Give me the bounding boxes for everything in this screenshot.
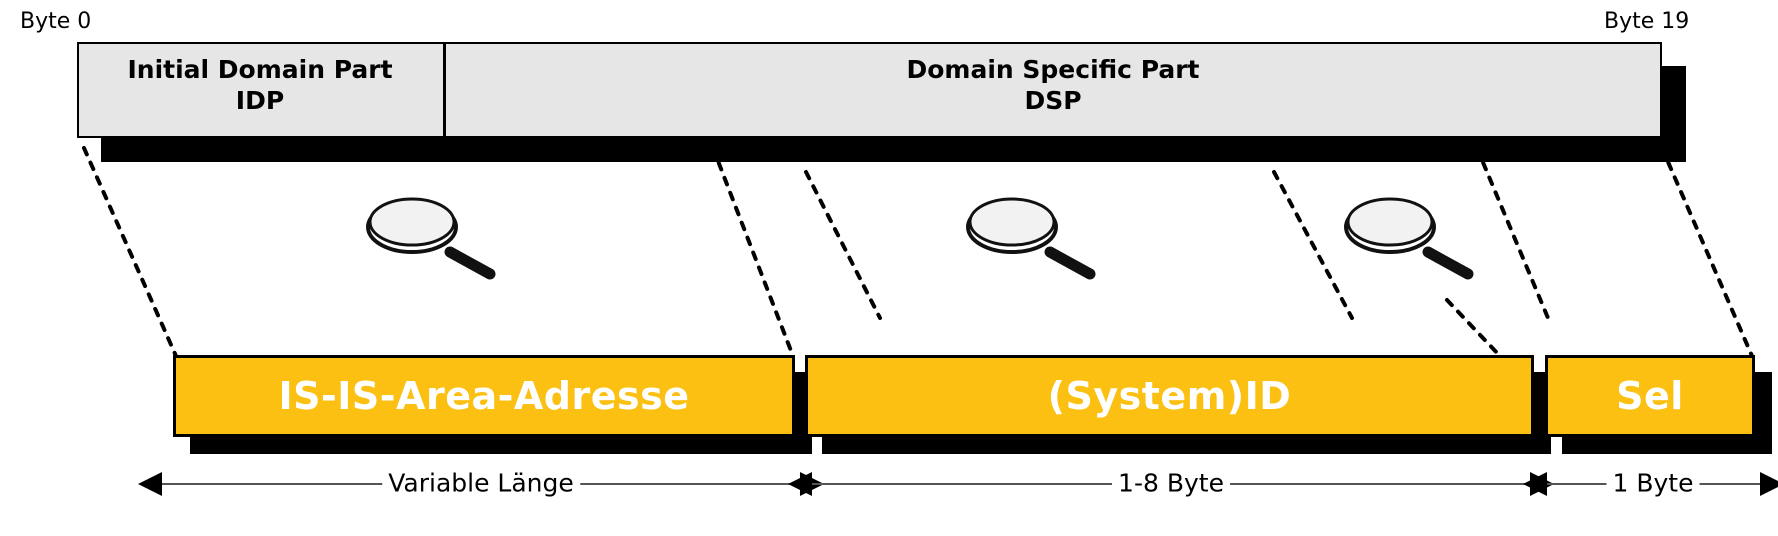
- idp-label-line1: Initial Domain Part: [127, 55, 393, 84]
- dsp-label-line2: DSP: [1024, 85, 1082, 115]
- magnifier-icon: [366, 197, 496, 280]
- dsp-label-line1: Domain Specific Part: [906, 55, 1200, 84]
- system-id-size-label: 1-8 Byte: [1112, 470, 1230, 496]
- dimension-labels: Variable Länge 1-8 Byte 1 Byte: [0, 468, 1778, 498]
- idp-field-label: Initial Domain Part IDP: [79, 55, 441, 116]
- byte-end-label: Byte 19: [1604, 9, 1690, 34]
- system-id-box: (System)ID: [805, 355, 1534, 437]
- system-id-box-label: (System)ID: [1047, 374, 1292, 418]
- selector-size-label: 1 Byte: [1606, 470, 1700, 496]
- selector-box-label: Sel: [1616, 374, 1684, 418]
- magnifier-icon: [1344, 197, 1474, 280]
- magnifier-icon: [966, 197, 1096, 280]
- top-bar: [77, 42, 1662, 138]
- dsp-field-label: Domain Specific Part DSP: [446, 55, 1660, 116]
- area-size-label: Variable Länge: [382, 470, 580, 496]
- area-box: IS-IS-Area-Adresse: [173, 355, 795, 437]
- top-bar-divider: [443, 42, 446, 138]
- selector-box: Sel: [1545, 355, 1755, 437]
- byte-start-label: Byte 0: [20, 9, 92, 34]
- area-box-label: IS-IS-Area-Adresse: [278, 374, 690, 418]
- idp-label-line2: IDP: [235, 85, 285, 115]
